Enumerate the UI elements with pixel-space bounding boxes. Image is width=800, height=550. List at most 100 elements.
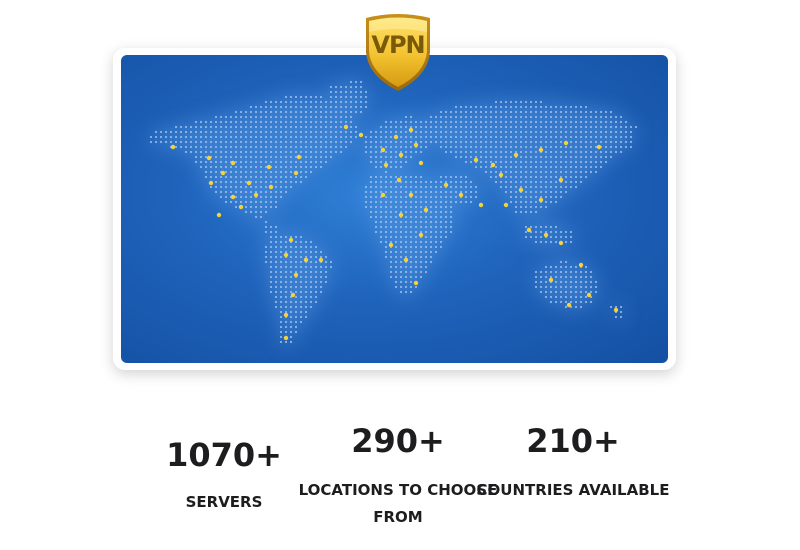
map-dot (419, 195, 423, 199)
map-dot (274, 185, 278, 189)
map-dot (359, 95, 363, 99)
map-dot (249, 165, 253, 169)
map-dot (239, 110, 243, 114)
map-dot (549, 235, 553, 239)
map-dot (429, 130, 433, 134)
map-dot (304, 135, 308, 139)
map-dot (399, 140, 403, 144)
map-dot (574, 125, 578, 129)
map-dot (284, 100, 288, 104)
map-dot (469, 115, 473, 119)
map-dot (414, 275, 418, 279)
map-dot (419, 180, 423, 184)
map-dot (324, 135, 328, 139)
map-dot (469, 190, 473, 194)
map-dot (424, 230, 428, 234)
map-dot (219, 160, 223, 164)
map-dot (434, 130, 438, 134)
map-dot (454, 135, 458, 139)
map-dot (494, 165, 498, 169)
map-dot (339, 90, 343, 94)
map-dot (249, 120, 253, 124)
map-dot (514, 145, 518, 149)
map-dot (409, 125, 413, 129)
map-dot (304, 285, 308, 289)
map-dot (269, 250, 273, 254)
map-dot (549, 200, 553, 204)
map-dot (534, 175, 538, 179)
map-dot (224, 200, 228, 204)
map-dot (229, 145, 233, 149)
map-dot (564, 285, 568, 289)
map-dot (464, 155, 468, 159)
map-dot (279, 120, 283, 124)
server-location-dot (380, 192, 386, 198)
map-dot (394, 270, 398, 274)
map-dot (349, 90, 353, 94)
map-dot (484, 130, 488, 134)
map-dot (459, 185, 463, 189)
map-dot (414, 210, 418, 214)
map-dot (594, 150, 598, 154)
map-dot (554, 195, 558, 199)
map-dot (554, 190, 558, 194)
map-dot (314, 285, 318, 289)
map-dot (214, 165, 218, 169)
map-dot (579, 180, 583, 184)
stat-locations: 290+ LOCATIONS TO CHOOSE FROM (298, 422, 498, 526)
map-dot (179, 140, 183, 144)
map-dot (254, 110, 258, 114)
map-dot (269, 285, 273, 289)
map-dot (319, 255, 323, 259)
map-dot (264, 160, 268, 164)
map-dot (584, 110, 588, 114)
map-dot (584, 115, 588, 119)
map-dot (584, 170, 588, 174)
map-dot (344, 115, 348, 119)
map-dot (464, 175, 468, 179)
server-location-dot (518, 187, 524, 193)
map-dot (324, 140, 328, 144)
world-map-card (113, 48, 676, 370)
map-dot (499, 165, 503, 169)
map-dot (514, 210, 518, 214)
map-dot (534, 185, 538, 189)
map-dot (399, 250, 403, 254)
map-dot (529, 135, 533, 139)
map-dot (604, 160, 608, 164)
map-dot (274, 245, 278, 249)
map-dot (279, 130, 283, 134)
map-dot (334, 95, 338, 99)
map-dot (579, 110, 583, 114)
continent-glow-shape (521, 223, 576, 245)
map-dot (374, 155, 378, 159)
map-dot (284, 150, 288, 154)
map-dot (589, 130, 593, 134)
map-dot (519, 145, 523, 149)
map-dot (314, 155, 318, 159)
map-dot (579, 285, 583, 289)
map-dot (514, 165, 518, 169)
map-dot (569, 180, 573, 184)
map-dot (279, 115, 283, 119)
map-dot (389, 150, 393, 154)
map-dot (394, 155, 398, 159)
map-dot (544, 280, 548, 284)
map-dot (539, 115, 543, 119)
map-dot (429, 260, 433, 264)
map-dot (414, 180, 418, 184)
map-dot (609, 135, 613, 139)
map-dot (399, 120, 403, 124)
map-dot (399, 185, 403, 189)
map-dot (454, 200, 458, 204)
map-dot (299, 280, 303, 284)
map-dot (594, 110, 598, 114)
map-dot (394, 160, 398, 164)
map-dot (504, 125, 508, 129)
map-dot (289, 245, 293, 249)
map-dot (564, 275, 568, 279)
map-dot (549, 270, 553, 274)
map-dot (469, 180, 473, 184)
map-dot (499, 155, 503, 159)
map-dot (459, 180, 463, 184)
